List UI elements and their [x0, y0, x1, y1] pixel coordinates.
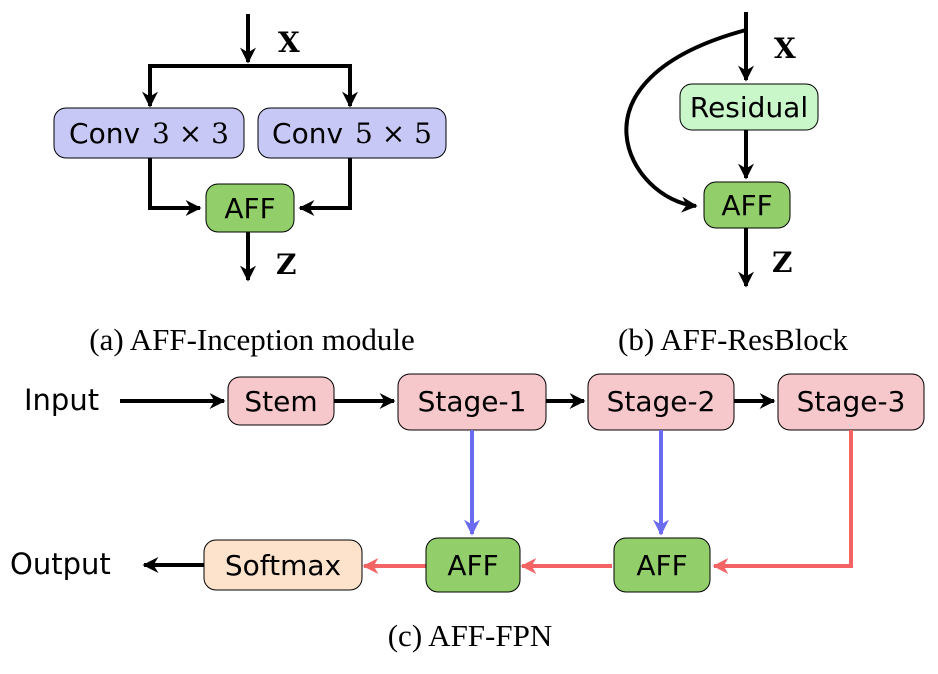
panel-a-input-var: X — [278, 26, 300, 59]
residual-label: Residual — [690, 91, 808, 124]
panel-c-caption: (c) AFF-FPN — [388, 618, 553, 653]
input-label: Input — [24, 383, 99, 417]
aff-label-a: AFF — [224, 192, 275, 225]
panel-b-resblock: X Residual AFF Z (b) AFF-ResBlock — [618, 12, 848, 357]
panel-b-caption: (b) AFF-ResBlock — [618, 322, 848, 357]
edge-a-branch — [148, 64, 352, 104]
edge-a-conv3-to-aff — [148, 158, 202, 216]
residual-node — [679, 83, 819, 131]
stage1-label: Stage-1 — [418, 385, 527, 418]
aff-label-b: AFF — [721, 189, 772, 222]
panel-c-fpn: Input Stem Stage-1 Stage-2 Stage-3 AFF A… — [10, 373, 925, 653]
edge-c-stage3-down — [712, 430, 853, 574]
edge-b-skip — [624, 28, 747, 213]
aff-node-c-left — [425, 537, 521, 593]
output-label: Output — [10, 547, 111, 581]
edge-a-conv5-to-aff — [298, 158, 352, 216]
conv5-label: Conv 5 × 5 — [272, 117, 432, 150]
aff-label-c-right: AFF — [636, 549, 687, 582]
stage2-label: Stage-2 — [607, 385, 716, 418]
aff-label-c-left: AFF — [447, 549, 498, 582]
aff-node-c-right — [613, 537, 711, 593]
softmax-label: Softmax — [225, 549, 341, 582]
stem-label: Stem — [244, 385, 317, 418]
panel-a-inception: X Conv 3 × 3 Conv 5 × 5 AFF Z (a) AFF-In… — [53, 14, 447, 357]
panel-a-caption: (a) AFF-Inception module — [89, 322, 414, 357]
conv3-label: Conv 3 × 3 — [69, 117, 229, 150]
panel-a-output-var: Z — [276, 248, 296, 281]
panel-b-output-var: Z — [772, 246, 792, 279]
panel-b-input-var: X — [774, 32, 796, 65]
stage3-label: Stage-3 — [797, 385, 906, 418]
